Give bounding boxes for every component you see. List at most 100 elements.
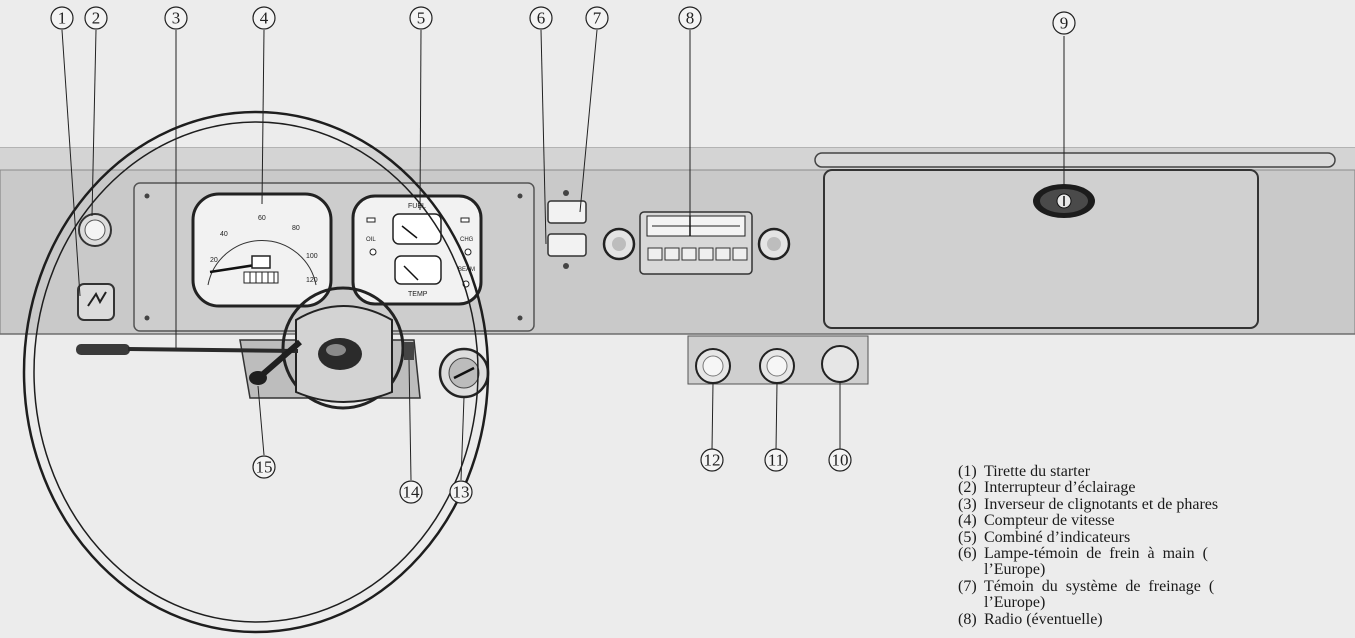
fuel-gauge	[392, 213, 442, 245]
callout-2-number: 2	[92, 9, 101, 28]
callout-13: 13	[449, 480, 473, 504]
callout-8-circle	[678, 6, 702, 30]
fuel-label: FUEL	[408, 203, 426, 210]
speedo-tick-1: 40	[220, 231, 228, 238]
legend-text: Interrupteur d’éclairage	[984, 479, 1136, 497]
callout-6-number: 6	[537, 9, 546, 28]
speedometer: 20 40 60 80 100 120	[191, 192, 333, 308]
legend-continuation: l’Europe)	[984, 594, 1046, 612]
switch-11	[759, 348, 795, 384]
callout-5-circle	[409, 6, 433, 30]
temp-gauge	[394, 255, 442, 285]
callout-13-number: 13	[453, 483, 470, 502]
legend-item: (6) Lampe-témoin de frein à main (	[958, 545, 1355, 563]
callout-11: 11	[764, 448, 788, 472]
callout-12-number: 12	[704, 451, 721, 470]
callout-14: 14	[399, 480, 423, 504]
callout-10: 10	[828, 448, 852, 472]
callout-1-number: 1	[58, 9, 67, 28]
callout-3-number: 3	[172, 9, 181, 28]
leader-lines	[61, 29, 1065, 481]
callout-12-circle	[700, 448, 724, 472]
callout-2-circle	[84, 6, 108, 30]
callout-5: 5	[409, 6, 433, 30]
speedo-tick-2: 60	[258, 215, 266, 222]
oil-label: OIL	[366, 237, 376, 243]
legend-item: (5) Combiné d’indicateurs	[958, 528, 1355, 546]
legend-number: (2)	[958, 479, 977, 497]
legend-number: (4)	[958, 512, 977, 530]
legend-number: (7)	[958, 577, 977, 595]
callout-4-number: 4	[260, 9, 269, 28]
callout-1: 1	[50, 6, 74, 30]
callout-5-number: 5	[417, 9, 426, 28]
callout-4: 4	[252, 6, 276, 30]
legend-text: Lampe-témoin de frein à main (	[984, 545, 1208, 563]
callout-14-circle	[399, 480, 423, 504]
light-switch	[78, 213, 112, 247]
ignition-switch	[438, 347, 490, 399]
legend-text: Combiné d’indicateurs	[984, 528, 1131, 546]
legend-item: (2) Interrupteur d’éclairage	[958, 479, 1355, 497]
callout-8-number: 8	[686, 9, 695, 28]
legend-item: (4) Compteur de vitesse	[958, 512, 1355, 530]
brake-warning-lamp	[547, 200, 587, 224]
column-switch	[404, 342, 414, 360]
callout-10-number: 10	[832, 451, 849, 470]
callout-9-number: 9	[1060, 14, 1069, 33]
legend-text: Compteur de vitesse	[984, 512, 1115, 530]
callout-8: 8	[678, 6, 702, 30]
glove-box	[814, 152, 1336, 329]
callout-12: 12	[700, 448, 724, 472]
callout-15-circle	[252, 455, 276, 479]
legend-number: (8)	[958, 610, 977, 628]
choke-knob	[77, 283, 115, 321]
turn-signal-lever	[76, 344, 299, 355]
speedo-tick-4: 100	[306, 253, 318, 260]
callout-3-circle	[164, 6, 188, 30]
speedo-tick-5: 120	[306, 277, 318, 284]
legend-number: (3)	[958, 495, 977, 513]
legend-number: (1)	[958, 464, 977, 480]
callout-11-circle	[764, 448, 788, 472]
switch-10	[821, 345, 859, 383]
callout-15: 15	[252, 455, 276, 479]
callout-14-number: 14	[403, 483, 421, 502]
callout-13-circle	[449, 480, 473, 504]
wiper-stalk	[249, 339, 302, 385]
callout-6-circle	[529, 6, 553, 30]
legend-text: Radio (éventuelle)	[984, 610, 1103, 628]
callout-7-circle	[585, 6, 609, 30]
switch-12	[695, 348, 731, 384]
callout-1-circle	[50, 6, 74, 30]
legend-text: Tirette du starter	[984, 464, 1091, 480]
callout-2: 2	[84, 6, 108, 30]
legend-item: (8) Radio (éventuelle)	[958, 610, 1355, 628]
legend-text: Inverseur de clignotants et de phares	[984, 495, 1219, 513]
radio	[602, 211, 791, 275]
legend-number: (6)	[958, 545, 977, 563]
callout-9: 9	[1052, 11, 1076, 35]
combination-meter: FUEL TEMP OIL CHG BEAM	[351, 194, 483, 306]
callout-10-circle	[828, 448, 852, 472]
odometer	[243, 271, 279, 284]
chg-label: CHG	[460, 237, 474, 243]
beam-label: BEAM	[458, 267, 475, 273]
callout-11-number: 11	[768, 451, 784, 470]
temp-label: TEMP	[408, 291, 428, 298]
legend-item: (3) Inverseur de clignotants et de phares	[958, 495, 1355, 513]
callout-15-number: 15	[256, 458, 273, 477]
legend: (1) Tirette du starter (2) Interrupteur d’é…	[958, 464, 1355, 638]
steering-wheel-rim	[22, 110, 490, 634]
callout-3: 3	[164, 6, 188, 30]
handbrake-warning-lamp	[547, 233, 587, 257]
callout-7-number: 7	[593, 9, 602, 28]
callout-9-circle	[1052, 11, 1076, 35]
callout-6: 6	[529, 6, 553, 30]
legend-number: (5)	[958, 528, 977, 546]
callout-4-circle	[252, 6, 276, 30]
legend-item: (7)Témoin du système de freinage (	[958, 577, 1355, 595]
callout-7: 7	[585, 6, 609, 30]
legend-continuation: l’Europe)	[984, 561, 1046, 579]
